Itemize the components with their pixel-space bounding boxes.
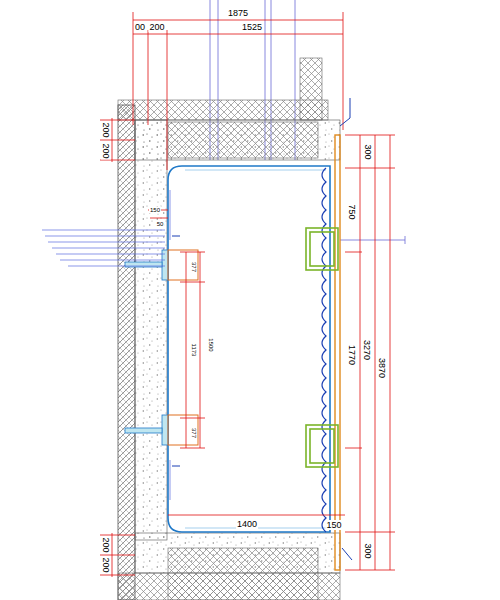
- dimension-label: 1875: [227, 8, 249, 18]
- dimension-label: 1400: [236, 519, 258, 529]
- dimension-label: 150: [325, 520, 342, 530]
- dimension-label: 750: [347, 203, 357, 220]
- dimension-label: 200: [148, 22, 165, 32]
- dimension-label: 00: [134, 22, 146, 32]
- dimension-label: 150: [149, 207, 161, 214]
- dimension-label: 1500: [207, 337, 214, 352]
- dimension-label: 1525: [241, 22, 263, 32]
- dimension-label: 200: [101, 121, 111, 138]
- dimension-label: 3270: [362, 339, 372, 361]
- dimension-label: 200: [101, 142, 111, 159]
- dimension-label: 377: [190, 261, 197, 273]
- dimension-label: 1173: [190, 343, 197, 358]
- dimension-label: 300: [363, 542, 373, 559]
- dimension-label: 377: [190, 427, 197, 439]
- dimension-label: 200: [101, 556, 111, 573]
- dimension-label: 1770: [347, 344, 357, 366]
- dimension-label: 300: [363, 143, 373, 160]
- dimension-label: 3870: [377, 357, 387, 379]
- dimension-label: 200: [101, 536, 111, 553]
- dimension-label: 50: [156, 221, 165, 228]
